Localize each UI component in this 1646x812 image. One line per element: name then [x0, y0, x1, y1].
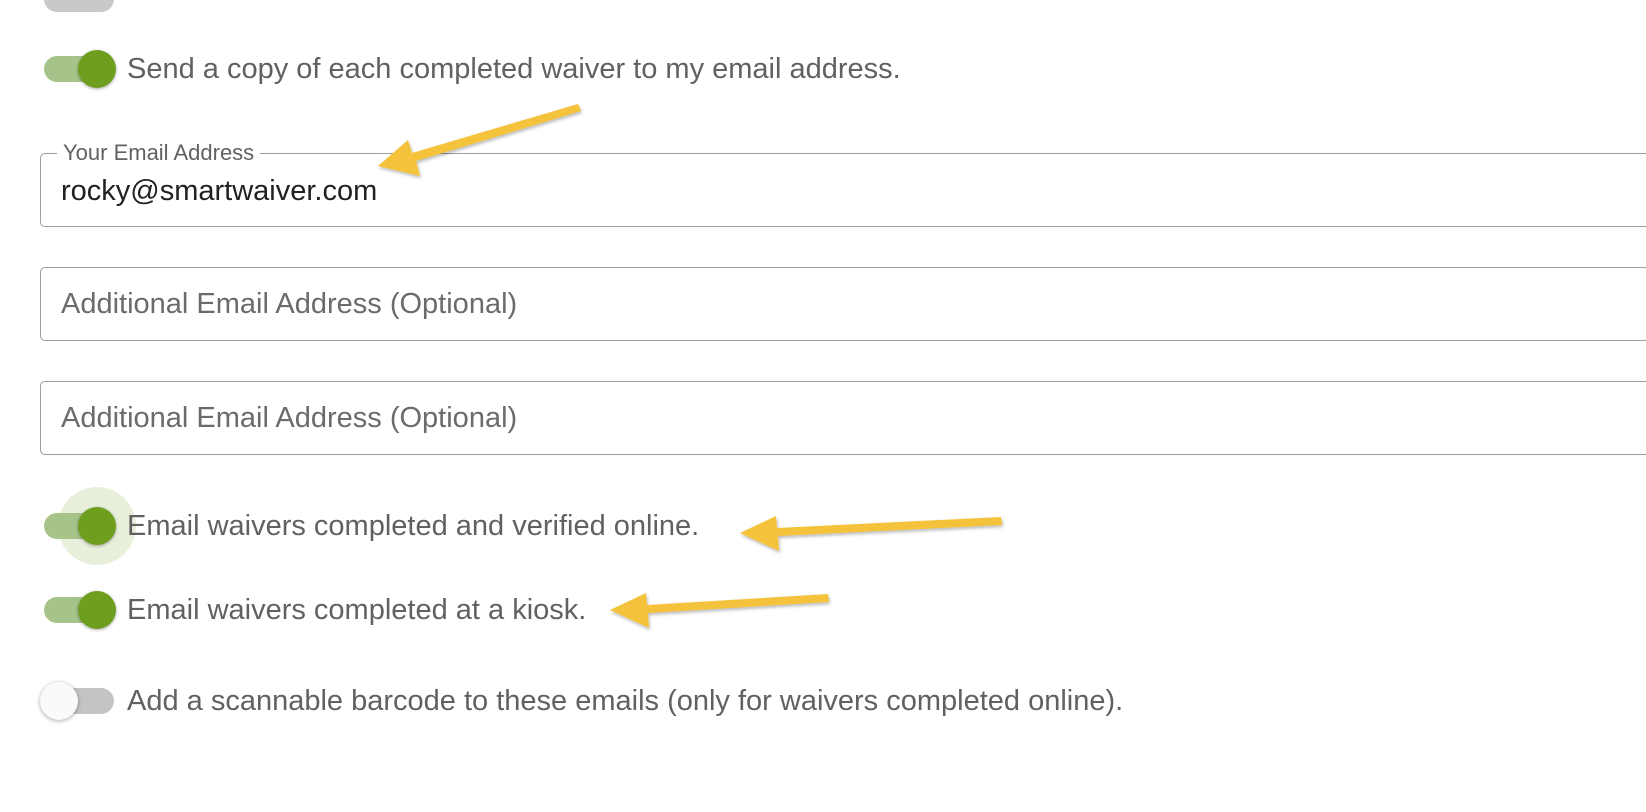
additional-email-field-1[interactable] — [40, 267, 1646, 341]
primary-email-input[interactable] — [61, 164, 1561, 218]
additional-email-input-1[interactable] — [61, 268, 1561, 340]
kiosk-toggle[interactable] — [40, 585, 120, 635]
primary-email-label: Your Email Address — [57, 140, 261, 166]
primary-email-field[interactable]: Your Email Address — [40, 140, 1646, 227]
online-toggle[interactable] — [40, 487, 136, 565]
barcode-row: Add a scannable barcode to these emails … — [40, 676, 1600, 726]
toggle-knob — [78, 50, 116, 88]
partial-toggle-track — [44, 0, 114, 12]
barcode-toggle[interactable] — [40, 676, 120, 726]
additional-email-input-2[interactable] — [61, 382, 1561, 454]
online-row: Email waivers completed and verified onl… — [40, 487, 1600, 565]
kiosk-row: Email waivers completed at a kiosk. — [40, 585, 1600, 635]
barcode-label: Add a scannable barcode to these emails … — [127, 685, 1124, 717]
send-copy-label: Send a copy of each completed waiver to … — [127, 53, 901, 85]
send-copy-row: Send a copy of each completed waiver to … — [40, 44, 1600, 94]
toggle-knob — [78, 507, 116, 545]
toggle-knob — [40, 682, 78, 720]
partial-toggle[interactable] — [44, 0, 114, 12]
kiosk-label: Email waivers completed at a kiosk. — [127, 594, 587, 626]
send-copy-toggle[interactable] — [40, 44, 120, 94]
toggle-knob — [78, 591, 116, 629]
online-label: Email waivers completed and verified onl… — [127, 510, 700, 542]
additional-email-field-2[interactable] — [40, 381, 1646, 455]
